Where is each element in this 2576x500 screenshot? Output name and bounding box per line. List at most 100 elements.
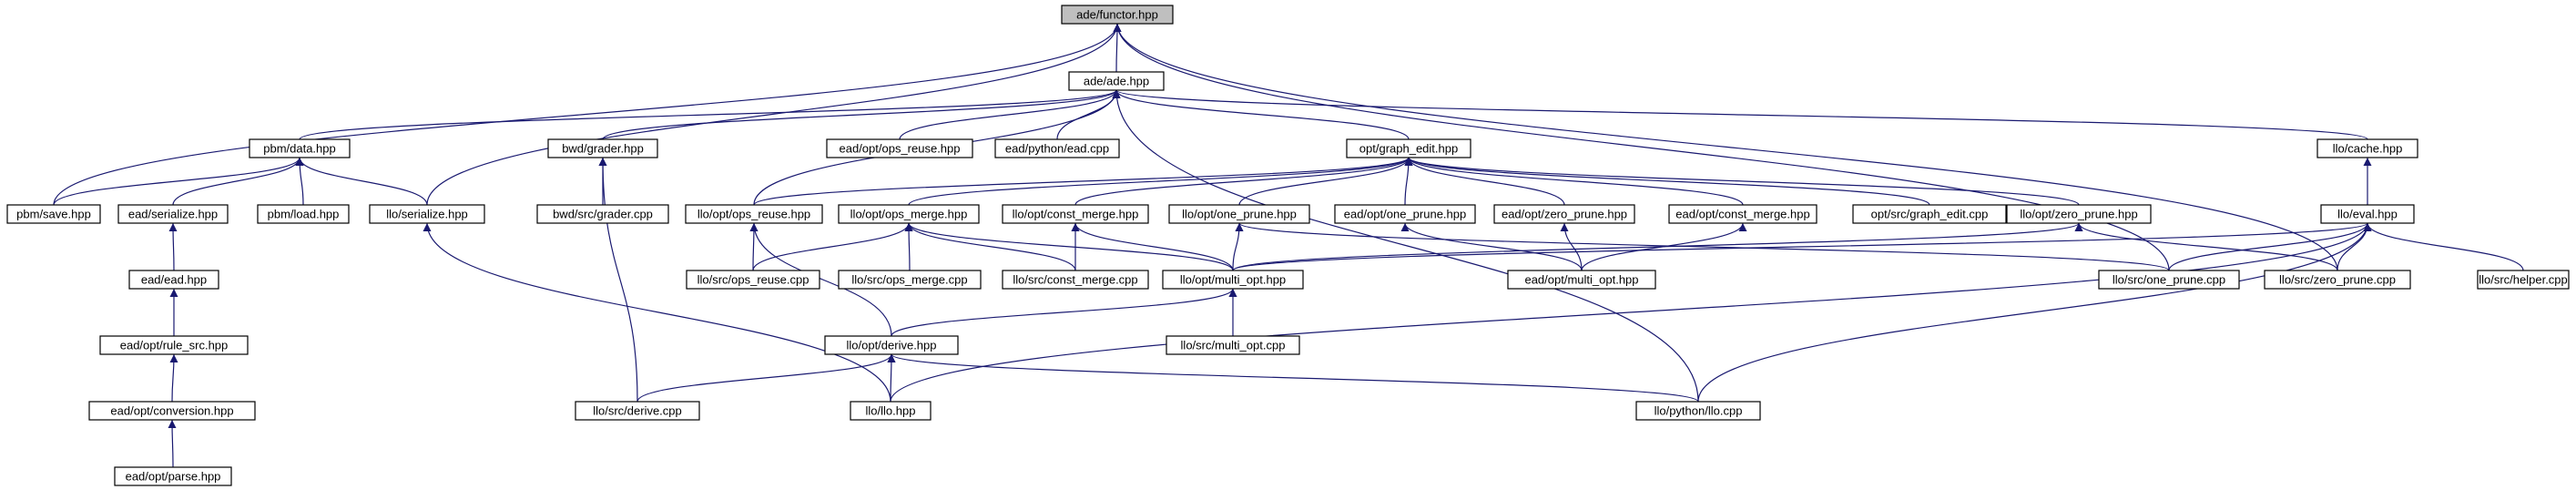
file-node-llo-ops-merge[interactable]: llo/opt/ops_merge.hpp bbox=[838, 204, 980, 224]
file-node-ead-serialize[interactable]: ead/serialize.hpp bbox=[117, 204, 229, 224]
file-node-label: pbm/data.hpp bbox=[263, 142, 336, 156]
file-node-ead-parse[interactable]: ead/opt/parse.hpp bbox=[114, 466, 232, 486]
file-node-llo-derive[interactable]: llo/opt/derive.hpp bbox=[824, 335, 959, 355]
file-node-graph-edit-cpp[interactable]: opt/src/graph_edit.cpp bbox=[1852, 204, 2007, 224]
edge-derive-cpp-to-bwd-grader bbox=[598, 157, 638, 403]
file-node-llo-eval[interactable]: llo/eval.hpp bbox=[2320, 204, 2415, 224]
file-node-ead-const-merge[interactable]: ead/opt/const_merge.hpp bbox=[1668, 204, 1817, 224]
file-node-box bbox=[1061, 5, 1174, 25]
file-node-label: ead/python/ead.cpp bbox=[1005, 142, 1109, 156]
file-node-llo-cache[interactable]: llo/cache.hpp bbox=[2316, 138, 2418, 158]
file-node-functor[interactable]: ade/functor.hpp bbox=[1061, 5, 1174, 25]
file-node-box bbox=[838, 270, 982, 290]
file-node-derive-cpp[interactable]: llo/src/derive.cpp bbox=[575, 401, 700, 421]
file-node-label: llo/opt/zero_prune.hpp bbox=[2020, 208, 2137, 221]
file-node-box bbox=[1166, 335, 1300, 355]
edge-ead-one-prune-to-graph-edit bbox=[1404, 157, 1413, 206]
file-node-label: opt/graph_edit.hpp bbox=[1359, 142, 1458, 156]
edge-pbm-load-to-pbm-data bbox=[295, 157, 304, 206]
edge-pbm-save-to-pbm-data bbox=[53, 157, 304, 206]
file-node-label: ead/opt/multi_opt.hpp bbox=[1524, 273, 1638, 287]
edge-ops-merge-cpp-to-llo-ops-merge bbox=[904, 222, 913, 271]
file-node-label: llo/src/ops_reuse.cpp bbox=[697, 273, 809, 287]
file-node-box bbox=[1668, 204, 1817, 224]
file-node-llo-ops-reuse[interactable]: llo/opt/ops_reuse.hpp bbox=[685, 204, 823, 224]
file-node-multi-opt-cpp[interactable]: llo/src/multi_opt.cpp bbox=[1166, 335, 1300, 355]
edge-llo-derive-to-llo-ops-reuse bbox=[749, 222, 892, 337]
file-node-label: llo/src/ops_merge.cpp bbox=[851, 273, 967, 287]
file-node-ade[interactable]: ade/ade.hpp bbox=[1068, 71, 1165, 91]
file-node-box bbox=[1068, 71, 1165, 91]
file-node-ops-reuse-ead[interactable]: ead/opt/ops_reuse.hpp bbox=[826, 138, 973, 158]
file-node-label: llo/src/helper.cpp bbox=[2479, 273, 2568, 287]
file-node-rule-src[interactable]: ead/opt/rule_src.hpp bbox=[99, 335, 249, 355]
file-node-label: ead/ead.hpp bbox=[141, 273, 207, 287]
file-node-box bbox=[1002, 270, 1149, 290]
file-node-helper-cpp[interactable]: llo/src/helper.cpp bbox=[2477, 270, 2570, 290]
edge-graph-edit-cpp-to-graph-edit bbox=[1404, 157, 1930, 206]
file-node-bwd-grader-cpp[interactable]: bwd/src/grader.cpp bbox=[536, 204, 669, 224]
file-node-box bbox=[1002, 204, 1149, 224]
edge-ade-to-functor bbox=[1113, 23, 1122, 73]
file-node-box bbox=[369, 204, 485, 224]
file-node-box bbox=[824, 335, 959, 355]
file-node-bwd-grader[interactable]: bwd/grader.hpp bbox=[547, 138, 658, 158]
file-node-pbm-data[interactable]: pbm/data.hpp bbox=[249, 138, 351, 158]
edge-llo-cpp-to-ade bbox=[1112, 89, 1699, 403]
file-node-const-merge-cpp[interactable]: llo/src/const_merge.cpp bbox=[1002, 270, 1149, 290]
edge-llo-zero-prune-to-graph-edit bbox=[1404, 157, 2080, 206]
file-node-llo-const-merge[interactable]: llo/opt/const_merge.hpp bbox=[1002, 204, 1149, 224]
file-node-llo-zero-prune[interactable]: llo/opt/zero_prune.hpp bbox=[2006, 204, 2152, 224]
edge-llo-multi-opt-to-llo-eval bbox=[1232, 222, 2372, 271]
file-node-llo-multi-opt[interactable]: llo/opt/multi_opt.hpp bbox=[1162, 270, 1304, 290]
file-node-pbm-save[interactable]: pbm/save.hpp bbox=[6, 204, 101, 224]
file-node-label: llo/opt/one_prune.hpp bbox=[1182, 208, 1297, 221]
file-node-ead-zero-prune[interactable]: ead/opt/zero_prune.hpp bbox=[1493, 204, 1635, 224]
file-node-box bbox=[2264, 270, 2411, 290]
file-node-llo-one-prune[interactable]: llo/opt/one_prune.hpp bbox=[1168, 204, 1310, 224]
file-node-box bbox=[1168, 204, 1310, 224]
file-node-box bbox=[1635, 401, 1761, 421]
edge-ead-serialize-to-pbm-data bbox=[172, 157, 304, 206]
file-node-ead-ead[interactable]: ead/ead.hpp bbox=[128, 270, 219, 290]
file-node-ops-reuse-cpp[interactable]: llo/src/ops_reuse.cpp bbox=[686, 270, 820, 290]
file-node-llo-cpp[interactable]: llo/python/llo.cpp bbox=[1635, 401, 1761, 421]
file-node-llo-serialize[interactable]: llo/serialize.hpp bbox=[369, 204, 485, 224]
file-node-label: llo/src/derive.cpp bbox=[593, 404, 682, 418]
file-node-ops-merge-cpp[interactable]: llo/src/ops_merge.cpp bbox=[838, 270, 982, 290]
file-node-conversion[interactable]: ead/opt/conversion.hpp bbox=[88, 401, 256, 421]
file-node-box bbox=[88, 401, 256, 421]
file-node-label: llo/src/const_merge.cpp bbox=[1013, 273, 1137, 287]
file-node-label: llo/opt/derive.hpp bbox=[846, 339, 936, 352]
file-node-label: opt/src/graph_edit.cpp bbox=[1871, 208, 1989, 221]
file-node-ead-cpp[interactable]: ead/python/ead.cpp bbox=[994, 138, 1120, 158]
edge-ead-parse-to-conversion bbox=[168, 419, 177, 468]
file-node-label: ade/ade.hpp bbox=[1084, 75, 1149, 88]
file-node-box bbox=[575, 401, 700, 421]
edge-ead-zero-prune-to-graph-edit bbox=[1404, 157, 1565, 206]
file-node-pbm-load[interactable]: pbm/load.hpp bbox=[257, 204, 350, 224]
file-node-box bbox=[2316, 138, 2418, 158]
file-node-box bbox=[1162, 270, 1304, 290]
edge-llo-multi-opt-to-llo-ops-merge bbox=[904, 222, 1234, 271]
file-node-box bbox=[686, 270, 820, 290]
dependency-edges bbox=[53, 23, 2524, 468]
edge-ops-reuse-cpp-to-llo-ops-merge bbox=[752, 222, 913, 271]
file-node-box bbox=[850, 401, 932, 421]
edge-llo-one-prune-to-graph-edit bbox=[1238, 157, 1413, 206]
file-node-one-prune-cpp[interactable]: llo/src/one_prune.cpp bbox=[2098, 270, 2240, 290]
file-node-box bbox=[1507, 270, 1656, 290]
file-node-llo-llo[interactable]: llo/llo.hpp bbox=[850, 401, 932, 421]
file-node-ead-one-prune[interactable]: ead/opt/one_prune.hpp bbox=[1334, 204, 1476, 224]
file-node-box bbox=[685, 204, 823, 224]
edge-llo-derive-to-llo-multi-opt bbox=[891, 288, 1237, 337]
file-node-box bbox=[547, 138, 658, 158]
file-node-box bbox=[6, 204, 101, 224]
file-node-ead-multi-opt[interactable]: ead/opt/multi_opt.hpp bbox=[1507, 270, 1656, 290]
file-node-graph-edit[interactable]: opt/graph_edit.hpp bbox=[1346, 138, 1471, 158]
file-node-zero-prune-cpp[interactable]: llo/src/zero_prune.cpp bbox=[2264, 270, 2411, 290]
edge-ops-reuse-cpp-to-llo-ops-reuse bbox=[749, 222, 759, 271]
edge-zero-prune-cpp-to-llo-zero-prune bbox=[2074, 222, 2338, 271]
edge-conversion-to-rule-src bbox=[169, 353, 178, 403]
edge-ead-const-merge-to-graph-edit bbox=[1404, 157, 1744, 206]
